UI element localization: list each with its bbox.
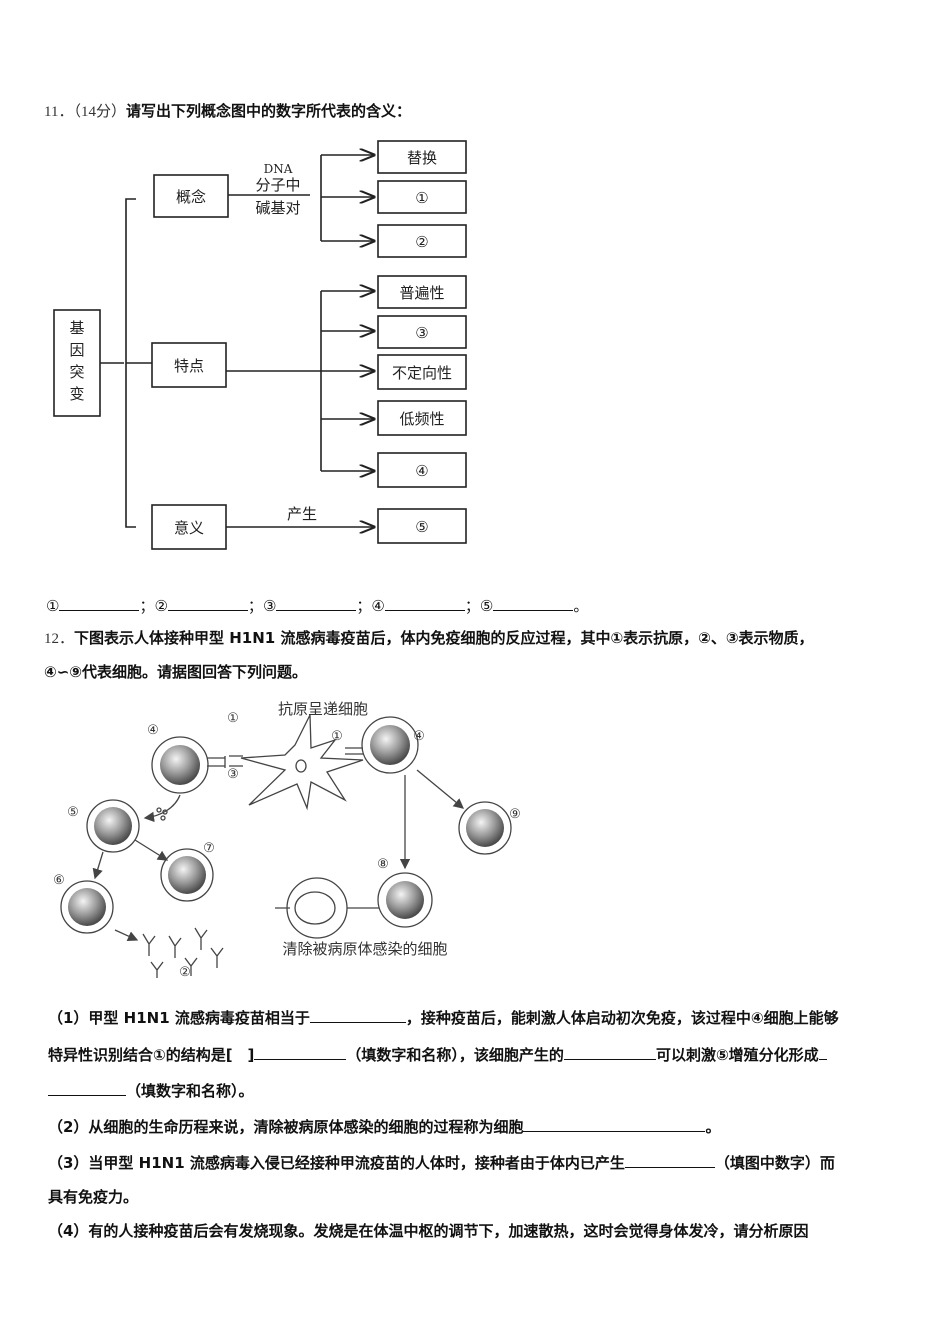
separator: ； [464,597,480,615]
separator: ； [247,597,263,615]
concept-arrow-label-1: DNA [264,162,293,176]
feature-target-3: 不定向性 [392,364,452,382]
svg-text:②: ② [179,965,191,980]
answer-mark-3: ③ [262,597,277,615]
sub2-text-a: （2）从细胞的生命历程来说，清除被病原体感染的细胞的过程称为细胞 [48,1118,524,1136]
answer-mark-2: ② [154,597,168,615]
answer-blank-3[interactable] [276,594,357,611]
concept-target-2: ① [415,189,428,207]
sub1-text-b: ，接种疫苗后，能刺激人体启动初次免疫，该过程中④细胞上能够 [405,1009,839,1027]
sub1-text-f: （填数字和名称）。 [126,1082,254,1100]
q12-sub3-line1: （3）当甲型 H1N1 流感病毒入侵已经接种甲流疫苗的人体时，接种者由于体内已产… [48,1151,835,1173]
q11-points: （14分） [73,104,126,120]
svg-text:抗原呈递细胞: 抗原呈递细胞 [278,700,368,718]
meaning-arrow-label: 产生 [287,505,317,523]
answer-mark-4: ④ [371,597,385,615]
q11-prompt: 请写出下列概念图中的数字所代表的含义： [125,102,411,120]
root-char-1: 基 [69,319,84,337]
sub1-text-d: （填数字和名称），该细胞产生的 [346,1046,564,1064]
sub3-text-b: （填图中数字）而 [714,1154,835,1172]
q11-number: 11． [44,104,74,120]
sub3-text-c: 具有免疫力。 [48,1188,139,1206]
answer-blank-4[interactable] [384,594,465,611]
svg-text:清除被病原体感染的细胞: 清除被病原体感染的细胞 [282,940,447,958]
concept-target-3: ② [415,233,428,251]
feature-target-1: 普遍性 [399,284,444,302]
svg-text:⑦: ⑦ [203,841,215,856]
answer-blank-5[interactable] [493,594,574,611]
concept-box [153,174,229,218]
q11-concept-map: 基 因 突 变 概念 特点 意义 DNA 分子中 碱基对 产生 替换 ① ② 普… [53,140,467,550]
q12-sub1-line2: 特异性识别结合①的结构是[ ] （填数字和名称），该细胞产生的 可以刺激⑤增殖分化形… [48,1043,827,1065]
sub1-blank-4[interactable] [818,1043,827,1060]
root-char-3: 突 [69,363,84,381]
svg-text:④: ④ [413,729,425,744]
sub1-blank-3[interactable] [563,1043,656,1060]
sub2-blank[interactable] [523,1115,706,1132]
separator: ； [356,597,372,615]
concept-target-1: 替换 [407,149,437,167]
sub2-text-b: 。 [705,1118,721,1136]
q12-immune-figure: ④ ① ③ ① ④ ⑤ ⑦ ⑥ ⑨ ⑧ ② 抗原呈递细胞 清除被病原体感染的细胞 [53,700,521,980]
q12-sub1-line3: （填数字和名称）。 [48,1079,254,1101]
q12-sub3-line2: 具有免疫力。 [48,1187,138,1207]
sub4-text-a: （4）有的人接种疫苗后会有发烧现象。发烧是在体温中枢的调节下，加速散热，这时会觉… [48,1222,809,1240]
separator: ； [139,597,155,615]
answer-blank-1[interactable] [59,594,140,611]
sub1-text-a: （1）甲型 H1N1 流感病毒疫苗相当于 [48,1009,310,1027]
sub1-blank-1[interactable] [309,1006,406,1023]
answer-mark-5: ⑤ [479,597,494,615]
meaning-target: ⑤ [415,518,428,536]
svg-text:⑤: ⑤ [67,805,79,820]
root-char-4: 变 [69,385,84,403]
sub1-text-c: 特异性识别结合①的结构是[ ] [48,1046,255,1064]
q11-answer-line: ①；②；③；④；⑤。 [46,594,588,616]
concept-arrow-label-2: 分子中 [255,176,300,194]
q12-intro-line1: 12．下图表示人体接种甲型 H1N1 流感病毒疫苗后，体内免疫细胞的反应过程，其… [44,628,814,649]
answer-mark-1: ① [46,597,60,615]
root-char-2: 因 [69,341,84,359]
sub1-text-e: 可以刺激⑤增殖分化形成 [655,1046,819,1064]
feature-target-4: 低频性 [399,410,444,428]
q12-intro-text-1: 下图表示人体接种甲型 H1N1 流感病毒疫苗后，体内免疫细胞的反应过程，其中①表… [74,629,814,647]
concept-label: 概念 [176,188,206,206]
svg-text:③: ③ [227,767,239,782]
svg-text:⑨: ⑨ [509,807,521,822]
svg-text:①: ① [331,729,343,744]
svg-text:①: ① [227,711,239,726]
q12-sub4: （4）有的人接种疫苗后会有发烧现象。发烧是在体温中枢的调节下，加速散热，这时会觉… [48,1221,808,1241]
sub1-blank-2[interactable] [254,1043,347,1060]
sub3-text-a: （3）当甲型 H1N1 流感病毒入侵已经接种甲流疫苗的人体时，接种者由于体内已产… [48,1154,625,1172]
svg-text:⑧: ⑧ [377,857,389,872]
q12-number: 12． [44,631,75,647]
root-box [53,309,101,417]
q12-sub1-line1: （1）甲型 H1N1 流感病毒疫苗相当于 ，接种疫苗后，能刺激人体启动初次免疫，该… [48,1006,839,1028]
feature-target-5: ④ [415,462,428,480]
q12-intro-line2: ④∽⑨代表细胞。请据图回答下列问题。 [44,662,307,682]
q12-intro-text-2: ④∽⑨代表细胞。请据图回答下列问题。 [44,663,307,681]
svg-text:④: ④ [147,723,159,738]
sub1-blank-4-cont[interactable] [48,1079,126,1096]
features-label: 特点 [174,357,204,375]
q12-sub2: （2）从细胞的生命历程来说，清除被病原体感染的细胞的过程称为细胞 。 [48,1115,720,1137]
feature-target-2: ③ [415,324,428,342]
sub3-blank[interactable] [624,1151,715,1168]
answer-blank-2[interactable] [167,594,248,611]
q11-header: 11．（14分）请写出下列概念图中的数字所代表的含义： [44,101,411,122]
answer-end: 。 [573,597,589,615]
concept-arrow-label-3: 碱基对 [255,199,300,217]
meaning-label: 意义 [174,519,204,537]
svg-text:⑥: ⑥ [53,873,65,888]
features-box [151,342,227,388]
